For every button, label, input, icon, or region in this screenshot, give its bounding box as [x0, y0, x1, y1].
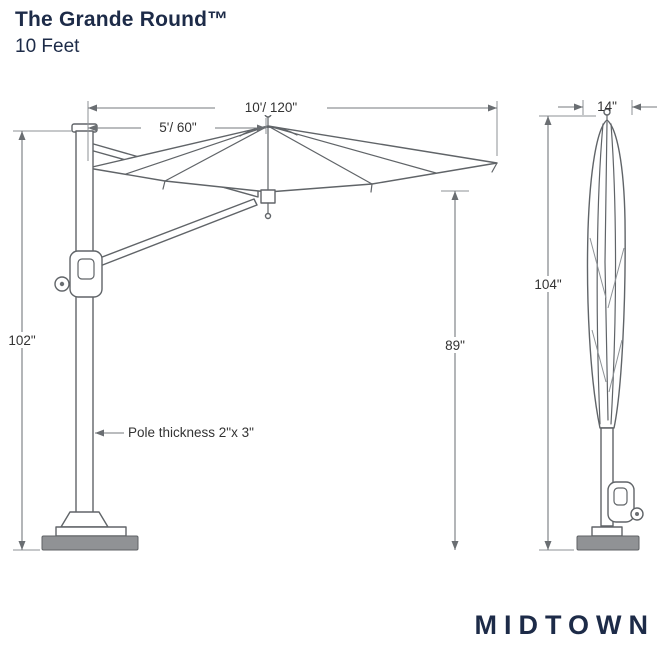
- canopy-ribs: [125, 125, 437, 193]
- closed-umbrella-drawing: [576, 108, 644, 551]
- pole-thickness-note: Pole thickness 2"x 3": [128, 425, 254, 440]
- dim-closed-height: 104": [534, 277, 562, 292]
- pole: [75, 130, 94, 527]
- crank-handle: [54, 250, 103, 298]
- base-slab: [41, 535, 139, 551]
- valance-tabs: [87, 162, 498, 193]
- dim-clearance-height: 89": [445, 338, 465, 353]
- mount-plate: [55, 526, 127, 537]
- closed-base-slab: [576, 535, 640, 551]
- dim-closed-width: 14": [597, 99, 617, 114]
- closed-mount-plate: [591, 526, 623, 537]
- canopy-hub: [260, 189, 276, 204]
- dim-pole-height: 102": [8, 333, 36, 348]
- brand-logo: MIDTOWN: [474, 610, 655, 640]
- dim-half-width: 5'/ 60": [159, 120, 197, 135]
- pole-foot: [60, 511, 109, 528]
- canopy: [87, 125, 498, 193]
- open-umbrella-drawing: [41, 110, 498, 551]
- product-title: The Grande Round™: [15, 8, 229, 31]
- fold-crease-lines: [589, 237, 625, 393]
- dimensions-closed: 14" 104": [530, 99, 657, 551]
- header: The Grande Round™ 10 Feet: [15, 8, 228, 58]
- vent-cap: [239, 126, 298, 137]
- product-size: 10 Feet: [15, 36, 80, 57]
- support-strut: [96, 198, 258, 267]
- dimensions-open: 10'/ 120" 5'/ 60" 102" 89" Pole thicknes…: [3, 99, 498, 551]
- closed-crank-handle: [607, 481, 644, 523]
- dim-total-width: 10'/ 120": [245, 100, 298, 115]
